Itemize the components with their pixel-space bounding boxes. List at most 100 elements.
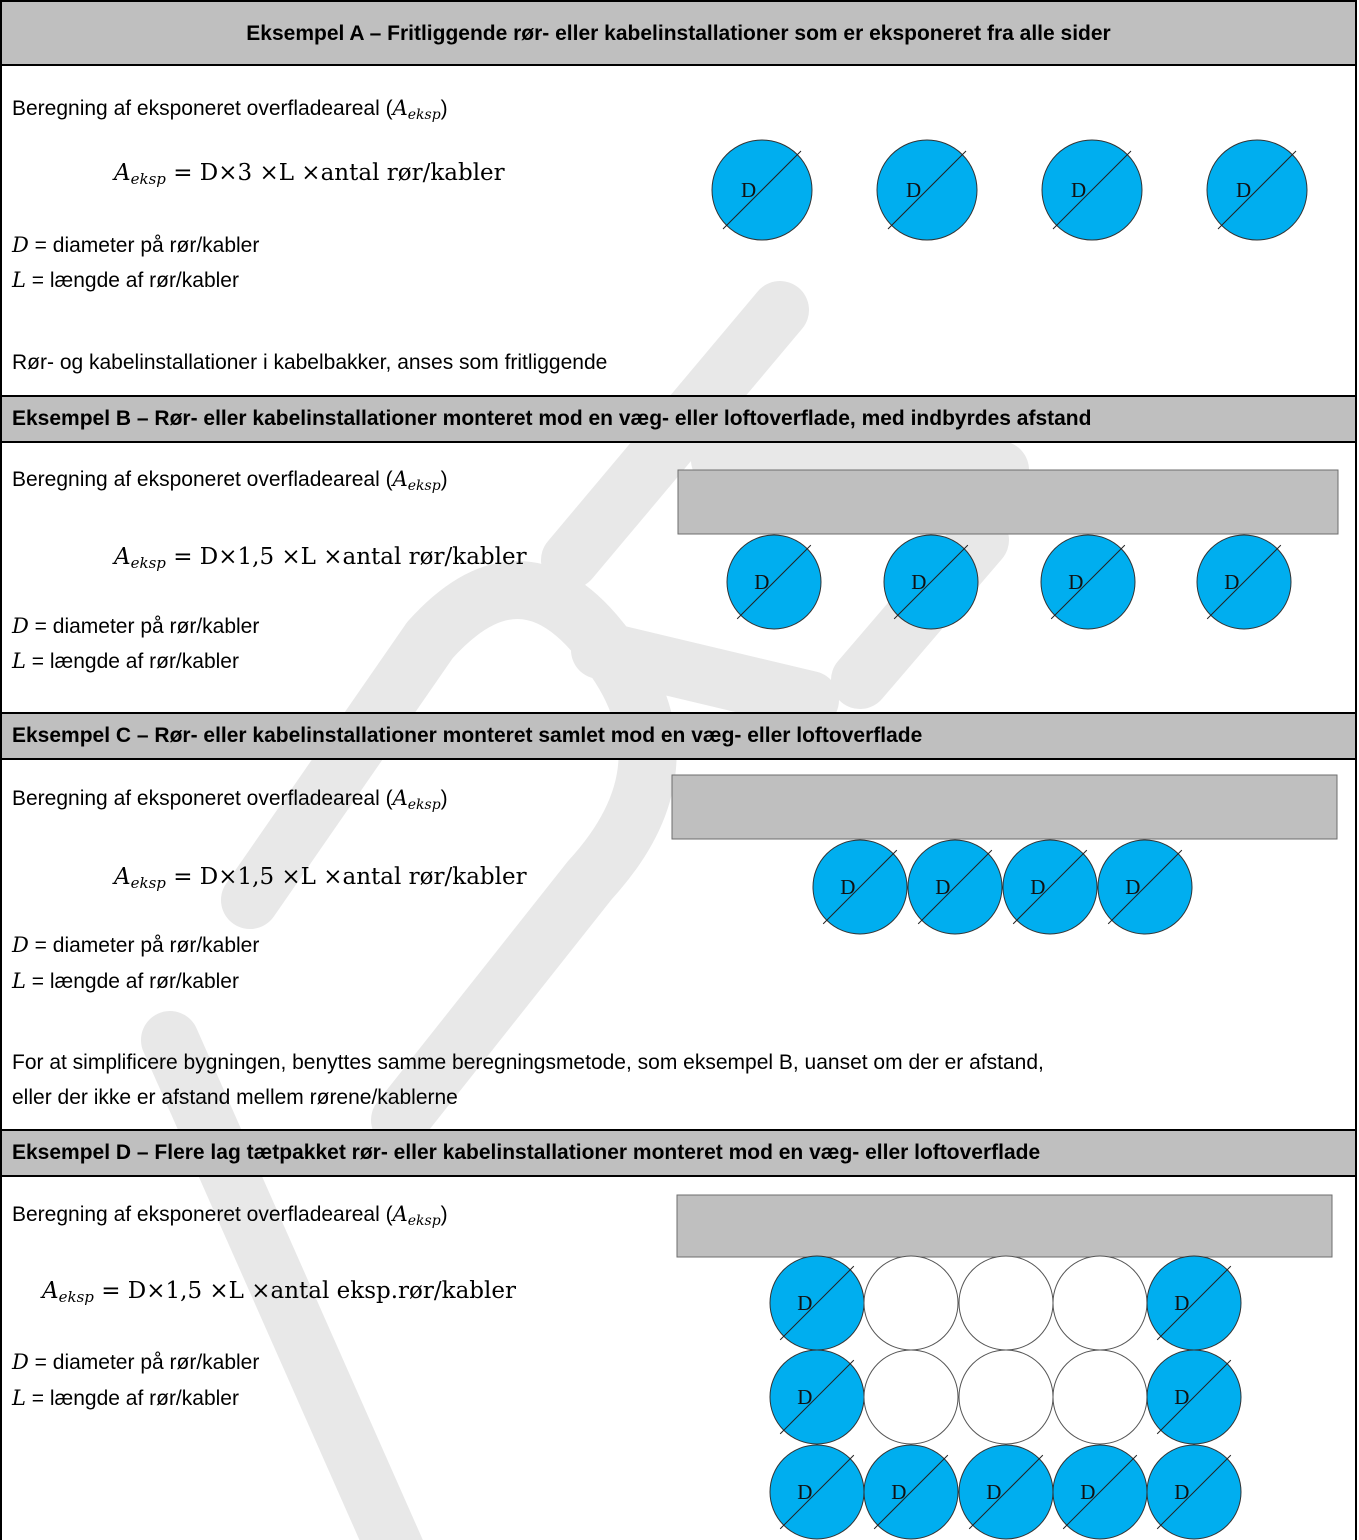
- pipe-cross-section: D: [863, 1444, 959, 1540]
- example-b-calc-label: Beregning af eksponeret overfladeareal (…: [12, 467, 448, 494]
- diameter-line: [779, 1359, 855, 1435]
- diameter-label: D: [986, 1480, 1001, 1504]
- pipe-cross-section: D: [883, 534, 979, 630]
- example-b-d-definition: D = diameter på rør/kabler: [12, 614, 260, 638]
- pipe-cross-section: D: [1002, 839, 1098, 935]
- pipe-cross-section: D: [769, 1255, 865, 1351]
- example-d-formula: Aeksp = D×1,5 ×L ×antal eksp.rør/kabler: [42, 1278, 516, 1306]
- pipe-cross-section: D: [812, 839, 908, 935]
- pipe-cross-section: D: [1206, 139, 1308, 241]
- pipe-cross-section: D: [769, 1349, 865, 1445]
- example-c-note-line-1: For at simplificere bygningen, benyttes …: [12, 1051, 1044, 1074]
- diameter-label: D: [891, 1480, 906, 1504]
- diameter-label: D: [1125, 875, 1140, 899]
- pipe-cross-section: D: [1040, 534, 1136, 630]
- example-d-l-definition: L = længde af rør/kabler: [12, 1386, 239, 1410]
- pipe-cross-section-hidden: [958, 1349, 1054, 1445]
- pipe-cross-section-hidden: [1052, 1255, 1148, 1351]
- diameter-line: [887, 150, 967, 230]
- example-a-note: Rør- og kabelinstallationer i kabelbakke…: [12, 351, 608, 374]
- wall-surface: [676, 1194, 1333, 1258]
- pipe-cross-section: D: [726, 534, 822, 630]
- pipe-cross-section: D: [876, 139, 978, 241]
- example-a-formula: Aeksp = D×3 ×L ×antal rør/kabler: [114, 160, 505, 188]
- diameter-line: [779, 1454, 855, 1530]
- diameter-label: D: [935, 875, 950, 899]
- diameter-line: [736, 544, 812, 620]
- pipe-cross-section-hidden: [958, 1255, 1054, 1351]
- pipe-cross-section: D: [1052, 1444, 1148, 1540]
- example-d-figure: D D D D D D D D D: [676, 1194, 1333, 1540]
- diameter-line: [968, 1454, 1044, 1530]
- diameter-label: D: [1174, 1385, 1189, 1409]
- example-c-d-definition: D = diameter på rør/kabler: [12, 933, 260, 957]
- example-d-d-definition: D = diameter på rør/kabler: [12, 1350, 260, 1374]
- diameter-line: [873, 1454, 949, 1530]
- diameter-line: [1156, 1359, 1232, 1435]
- pipe-cross-section: D: [1097, 839, 1193, 935]
- diameter-label: D: [840, 875, 855, 899]
- diameter-label: D: [906, 178, 921, 202]
- diameter-line: [779, 1265, 855, 1341]
- example-b-l-definition: L = længde af rør/kabler: [12, 649, 239, 673]
- diameter-label: D: [1224, 570, 1239, 594]
- diameter-line: [722, 150, 802, 230]
- pipe-cross-section: D: [1146, 1444, 1242, 1540]
- diameter-label: D: [754, 570, 769, 594]
- example-c-formula: Aeksp = D×1,5 ×L ×antal rør/kabler: [114, 864, 527, 892]
- diameter-line: [1050, 544, 1126, 620]
- diameter-label: D: [1174, 1480, 1189, 1504]
- diameter-line: [1156, 1454, 1232, 1530]
- pipe-cross-section: D: [958, 1444, 1054, 1540]
- diameter-label: D: [1236, 178, 1251, 202]
- diameter-label: D: [741, 178, 756, 202]
- diameter-label: D: [797, 1291, 812, 1315]
- wall-surface: [671, 774, 1338, 840]
- pipe-cross-section: D: [907, 839, 1003, 935]
- diameter-line: [1012, 849, 1088, 925]
- example-d-header: Eksempel D – Flere lag tætpakket rør- el…: [2, 1129, 1355, 1177]
- example-c-l-definition: L = længde af rør/kabler: [12, 969, 239, 993]
- diameter-label: D: [1030, 875, 1045, 899]
- example-c-calc-label: Beregning af eksponeret overfladeareal (…: [12, 786, 448, 813]
- diameter-line: [1107, 849, 1183, 925]
- example-b-header: Eksempel B – Rør- eller kabelinstallatio…: [2, 395, 1355, 443]
- wall-surface: [677, 469, 1339, 535]
- example-a-d-definition: D = diameter på rør/kabler: [12, 233, 260, 257]
- diameter-line: [1052, 150, 1132, 230]
- diameter-label: D: [1080, 1480, 1095, 1504]
- example-b-formula: Aeksp = D×1,5 ×L ×antal rør/kabler: [114, 544, 527, 572]
- pipe-cross-section-hidden: [863, 1349, 959, 1445]
- example-d-calc-label: Beregning af eksponeret overfladeareal (…: [12, 1202, 448, 1229]
- diameter-line: [1062, 1454, 1138, 1530]
- pipe-cross-section: D: [1041, 139, 1143, 241]
- pipe-cross-section-hidden: [863, 1255, 959, 1351]
- pipe-cross-section: D: [1146, 1349, 1242, 1445]
- diameter-label: D: [797, 1480, 812, 1504]
- diameter-label: D: [1071, 178, 1086, 202]
- pipe-cross-section-hidden: [1052, 1349, 1148, 1445]
- diameter-label: D: [911, 570, 926, 594]
- pipe-cross-section: D: [711, 139, 813, 241]
- example-a-header: Eksempel A – Fritliggende rør- eller kab…: [2, 0, 1355, 66]
- example-c-header: Eksempel C – Rør- eller kabelinstallatio…: [2, 712, 1355, 760]
- diameter-line: [1156, 1265, 1232, 1341]
- diameter-line: [822, 849, 898, 925]
- diameter-line: [917, 849, 993, 925]
- example-c-note-line-2: eller der ikke er afstand mellem rørene/…: [12, 1086, 458, 1109]
- pipe-cross-section: D: [769, 1444, 865, 1540]
- diameter-line: [1217, 150, 1297, 230]
- diameter-label: D: [1068, 570, 1083, 594]
- diameter-line: [893, 544, 969, 620]
- example-a-calc-label: Beregning af eksponeret overfladeareal (…: [12, 96, 448, 123]
- pipe-cross-section: D: [1196, 534, 1292, 630]
- diameter-line: [1206, 544, 1282, 620]
- diameter-label: D: [797, 1385, 812, 1409]
- example-a-l-definition: L = længde af rør/kabler: [12, 268, 239, 292]
- pipe-cross-section: D: [1146, 1255, 1242, 1351]
- diameter-label: D: [1174, 1291, 1189, 1315]
